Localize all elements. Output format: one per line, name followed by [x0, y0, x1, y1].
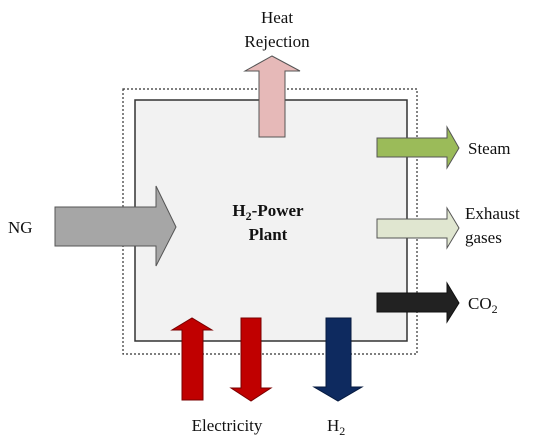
- ng-label: NG: [8, 218, 33, 237]
- co2-arrow: [376, 281, 460, 324]
- heat-rejection-label-line1: Heat: [261, 8, 293, 27]
- plant-box: [134, 99, 408, 342]
- electricity-input-arrow: [170, 317, 214, 401]
- co2-label: CO2: [468, 294, 498, 316]
- steam-arrow: [376, 125, 460, 170]
- electricity-label: Electricity: [192, 416, 263, 435]
- exhaust-gases-arrow: [376, 206, 460, 250]
- plant-title: H2-Power: [232, 201, 304, 223]
- plant-title-line2: Plant: [249, 225, 288, 244]
- electricity-output-arrow: [229, 317, 273, 402]
- heat-rejection-arrow: [243, 55, 301, 138]
- exhaust-label-line1: Exhaust: [465, 204, 520, 223]
- h2-output-arrow: [312, 317, 364, 402]
- ng-input-arrow: [54, 185, 177, 267]
- exhaust-label-line2: gases: [465, 228, 502, 247]
- steam-label: Steam: [468, 139, 511, 158]
- h2-label: H2: [327, 416, 345, 438]
- heat-rejection-label-line2: Rejection: [244, 32, 310, 51]
